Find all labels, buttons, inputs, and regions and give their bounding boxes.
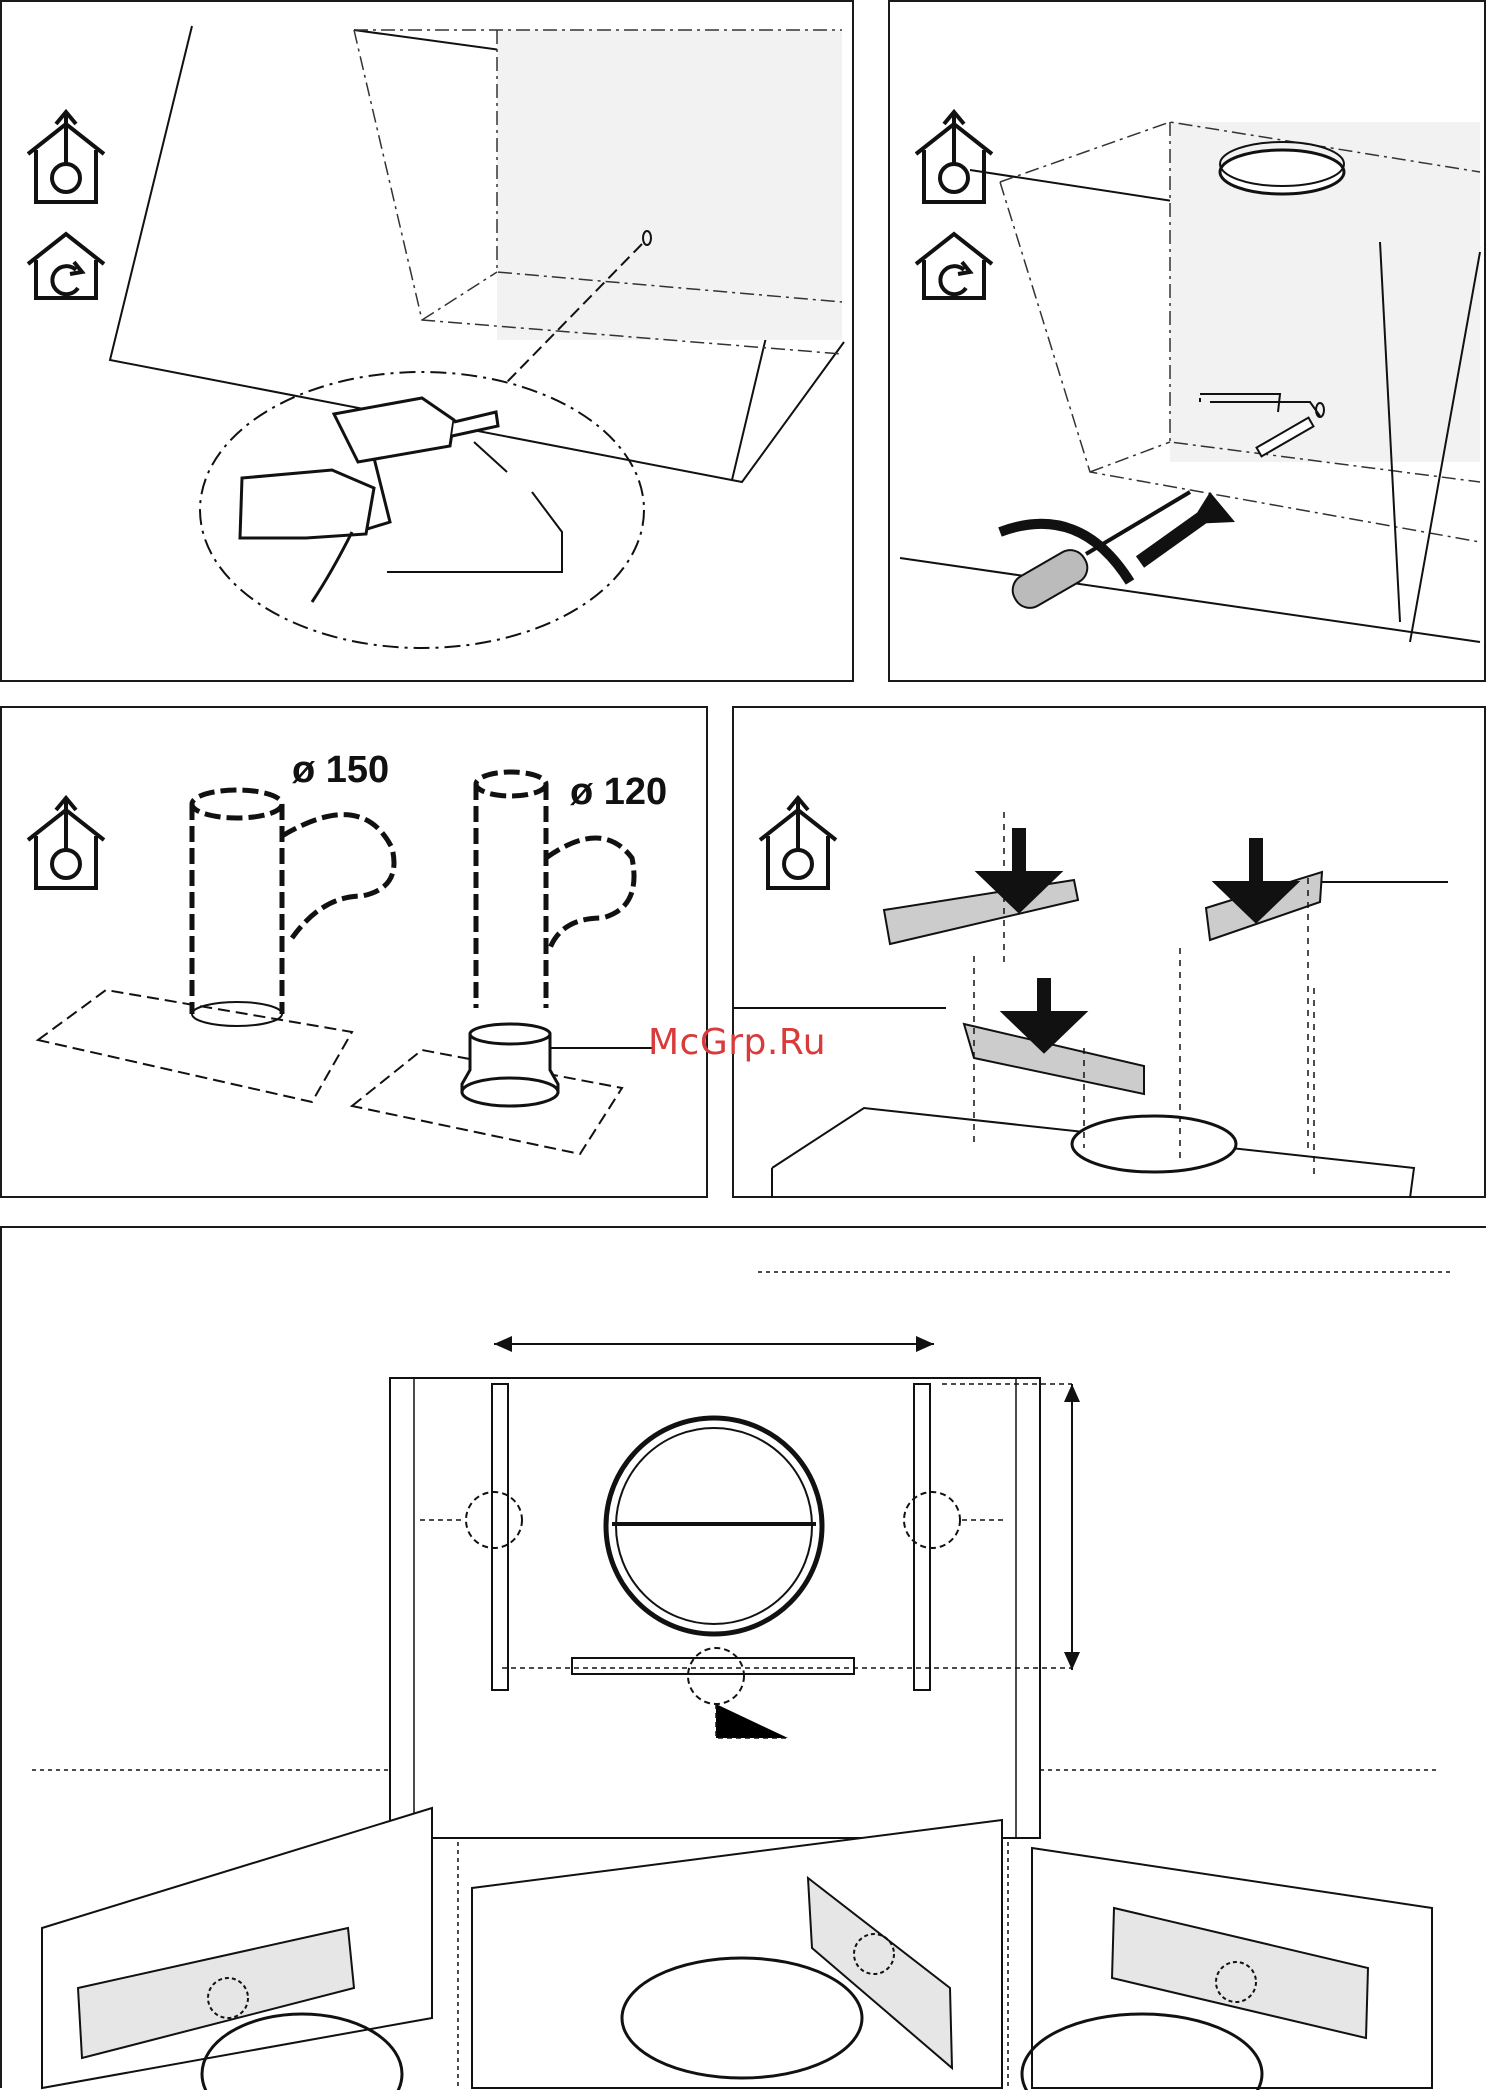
fix-hood-illustration (890, 2, 1486, 684)
drill-wall-illustration (2, 2, 856, 684)
recirculation-mode-icon (28, 234, 104, 298)
ducted-mode-icon (760, 798, 836, 888)
duct-illustration: ø 150 ø 120 (2, 708, 710, 1200)
ducted-mode-icon (916, 112, 992, 202)
panel-top-view (0, 1226, 1486, 2088)
panel-duct-sizes: ø 150 ø 120 (0, 706, 708, 1198)
duct-size-large: ø 150 (292, 749, 389, 791)
recirculation-mode-icon (916, 234, 992, 298)
top-view-illustration (2, 1228, 1486, 2090)
reducer-ring (462, 1024, 558, 1106)
duct-size-small: ø 120 (570, 771, 667, 813)
watermark: McGrp.Ru (648, 1022, 826, 1063)
ducted-mode-icon (28, 112, 104, 202)
bracket-illustration (734, 708, 1486, 1200)
panel-bracket-assembly (732, 706, 1486, 1198)
panel-fix-hood (888, 0, 1486, 682)
panel-drill-wall (0, 0, 854, 682)
ducted-mode-icon (28, 798, 104, 888)
